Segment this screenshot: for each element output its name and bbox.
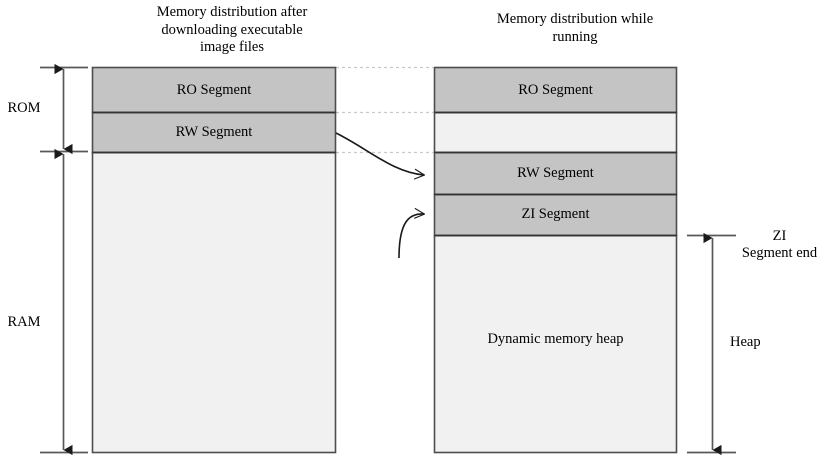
segment-free-left	[91, 151, 337, 454]
right-bracket-group	[687, 232, 736, 456]
segment-label-ro-right: RO Segment	[518, 82, 593, 98]
segment-rw-right	[433, 151, 678, 196]
rw-migration-arrow	[335, 132, 424, 175]
segment-label-rw-left: RW Segment	[175, 124, 253, 140]
connector-group	[335, 132, 424, 259]
segment-heap-right	[433, 234, 678, 454]
left-bracket-group	[40, 63, 88, 456]
segment-label-ro-left: RO Segment	[176, 82, 252, 98]
segment-ro-right	[433, 66, 678, 114]
zi-creation-arrow	[398, 214, 424, 259]
segment-label-zi-right: ZI Segment	[521, 206, 590, 222]
right-memory-column	[433, 66, 678, 454]
left-panel-title: Memory distribution after downloading ex…	[156, 4, 308, 55]
segment-rw-left	[91, 111, 337, 154]
bracket-label-ram: RAM	[7, 314, 41, 330]
bracket-label-rom: ROM	[7, 100, 41, 116]
segment-label-heap-right: Dynamic memory heap	[487, 331, 624, 347]
left-memory-column	[91, 66, 337, 454]
marker-label-zi-segment-end: ZI Segment end	[741, 228, 818, 261]
bracket-label-heap: Heap	[730, 334, 761, 350]
right-panel-title: Memory distribution while running	[496, 11, 654, 45]
segment-label-rw-right: RW Segment	[517, 165, 594, 181]
segment-gap-right	[433, 111, 678, 154]
alignment-guides	[336, 66, 433, 154]
